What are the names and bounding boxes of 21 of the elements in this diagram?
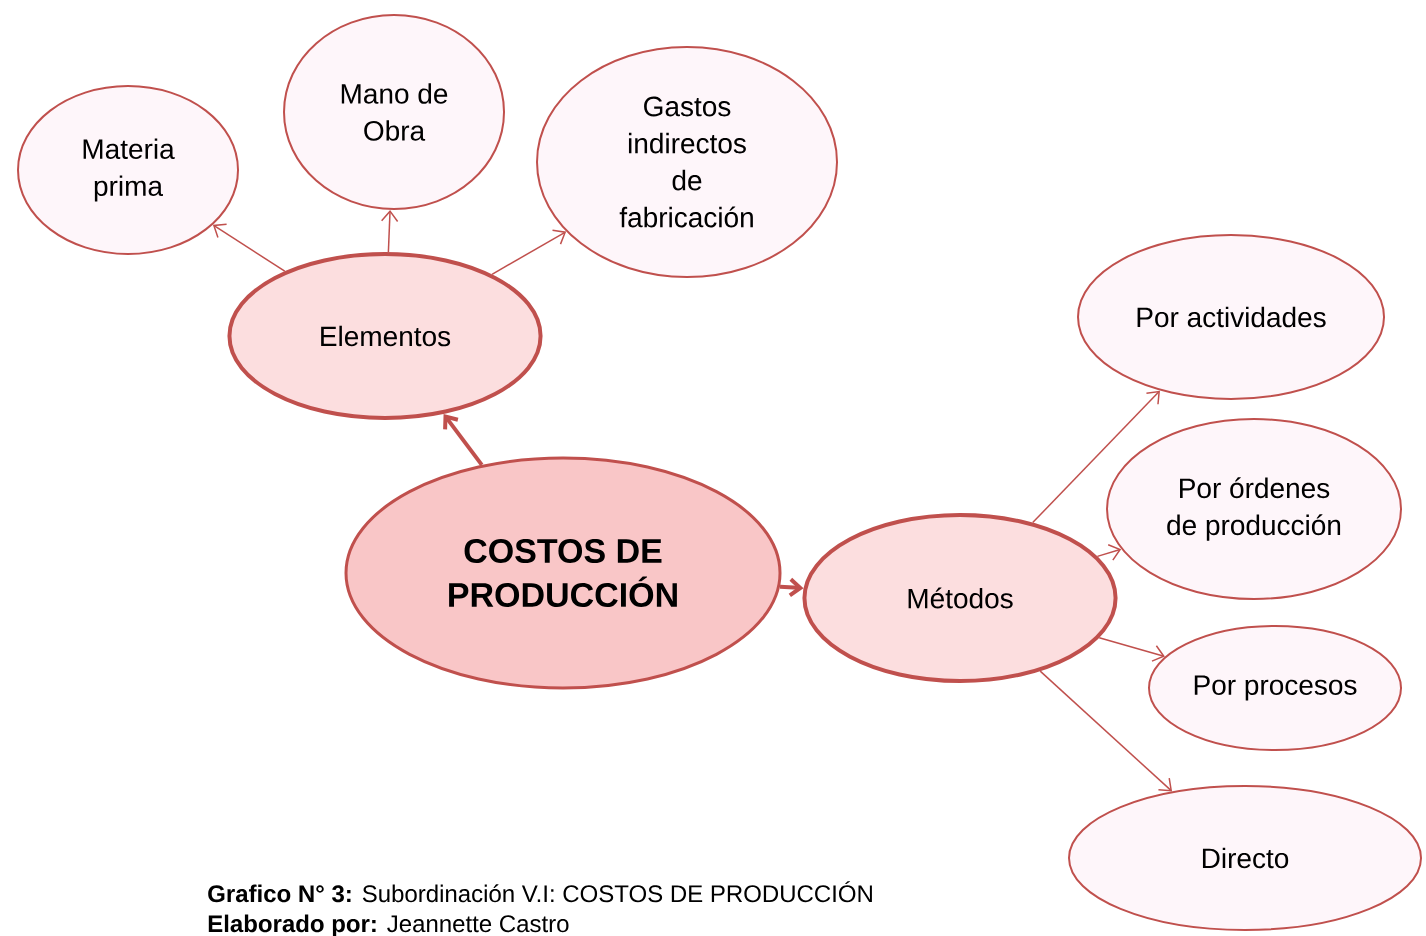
arrow — [443, 414, 484, 467]
arrow — [1098, 637, 1165, 662]
bubble: Métodos — [802, 513, 1118, 683]
arrow — [779, 577, 804, 597]
arrow — [1039, 670, 1173, 792]
arrow — [1096, 544, 1122, 561]
bubble: Mano de Obra — [283, 14, 505, 210]
arrow — [212, 223, 286, 272]
bubble: Elementos — [227, 252, 543, 420]
bubble: Por actividades — [1077, 234, 1385, 400]
bubble: Por procesos — [1148, 625, 1402, 751]
bubble: Directo — [1068, 785, 1422, 931]
bubble: Materia prima — [17, 85, 239, 255]
credit-note: Elaborado por: Jeannette Castro — [208, 914, 569, 936]
bubble: Por órdenes de producción — [1106, 418, 1402, 600]
bubble: COSTOS DE PRODUCCIÓN — [344, 456, 782, 690]
arrow — [380, 209, 399, 253]
arrow — [1032, 390, 1160, 524]
caption: Grafico N° 3: Subordinación V.I: COSTOS DE PRODUCCIÓN — [208, 881, 872, 903]
bubble: Gastos indirectos de fabricación — [536, 46, 838, 278]
arrow — [491, 229, 567, 276]
